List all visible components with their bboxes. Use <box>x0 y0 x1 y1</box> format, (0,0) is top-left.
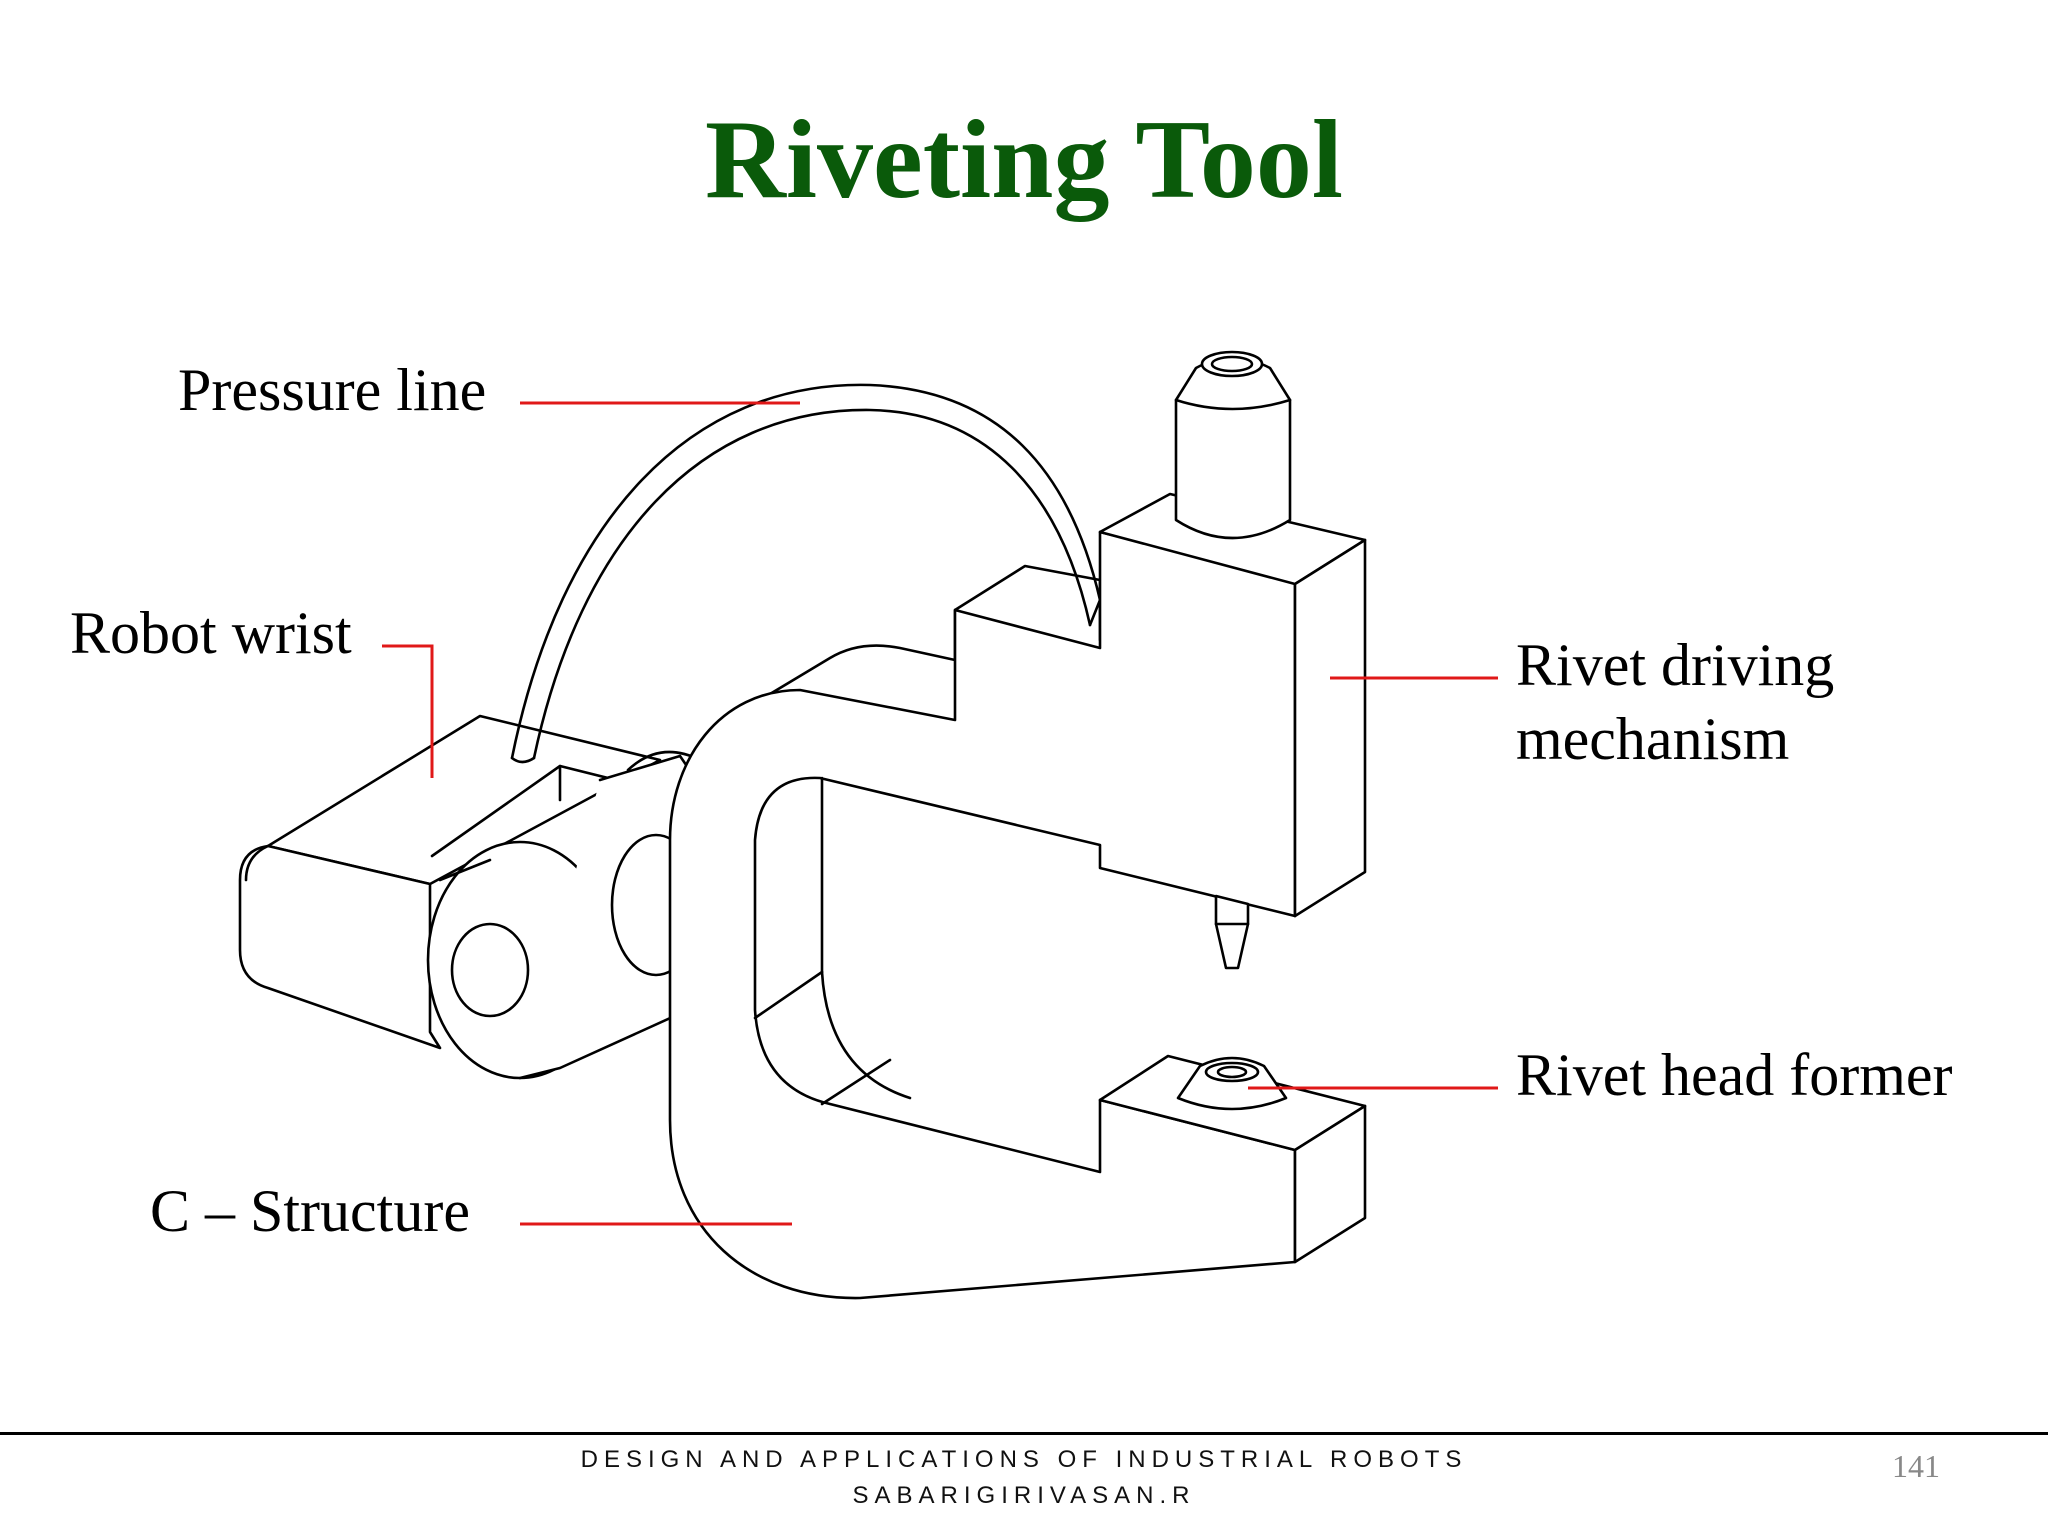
footer-author: SABARIGIRIVASAN.R <box>852 1482 1196 1509</box>
c-structure-drawing <box>668 530 1297 1300</box>
footer-course-title: DESIGN AND APPLICATIONS OF INDUSTRIAL RO… <box>580 1446 1468 1473</box>
label-rivet-driving-line1: Rivet driving <box>1516 632 1835 698</box>
robot-wrist-drawing <box>238 714 712 1080</box>
label-c-structure: C – Structure <box>150 1178 470 1244</box>
label-rivet-head-former: Rivet head former <box>1516 1042 1953 1108</box>
label-rivet-driving-line2: mechanism <box>1516 706 1790 772</box>
footer-divider <box>0 1432 2048 1435</box>
rivet-driving-mechanism-drawing <box>1098 350 1367 970</box>
pressure-line-drawing <box>510 383 1102 764</box>
label-robot-wrist: Robot wrist <box>70 600 352 666</box>
label-pressure-line: Pressure line <box>178 357 487 423</box>
robot-wrist-leader <box>382 644 434 778</box>
page-number: 141 <box>1892 1448 1940 1484</box>
rivet-head-former-drawing <box>1098 1054 1367 1264</box>
slide-title: Riveting Tool <box>705 98 1343 222</box>
